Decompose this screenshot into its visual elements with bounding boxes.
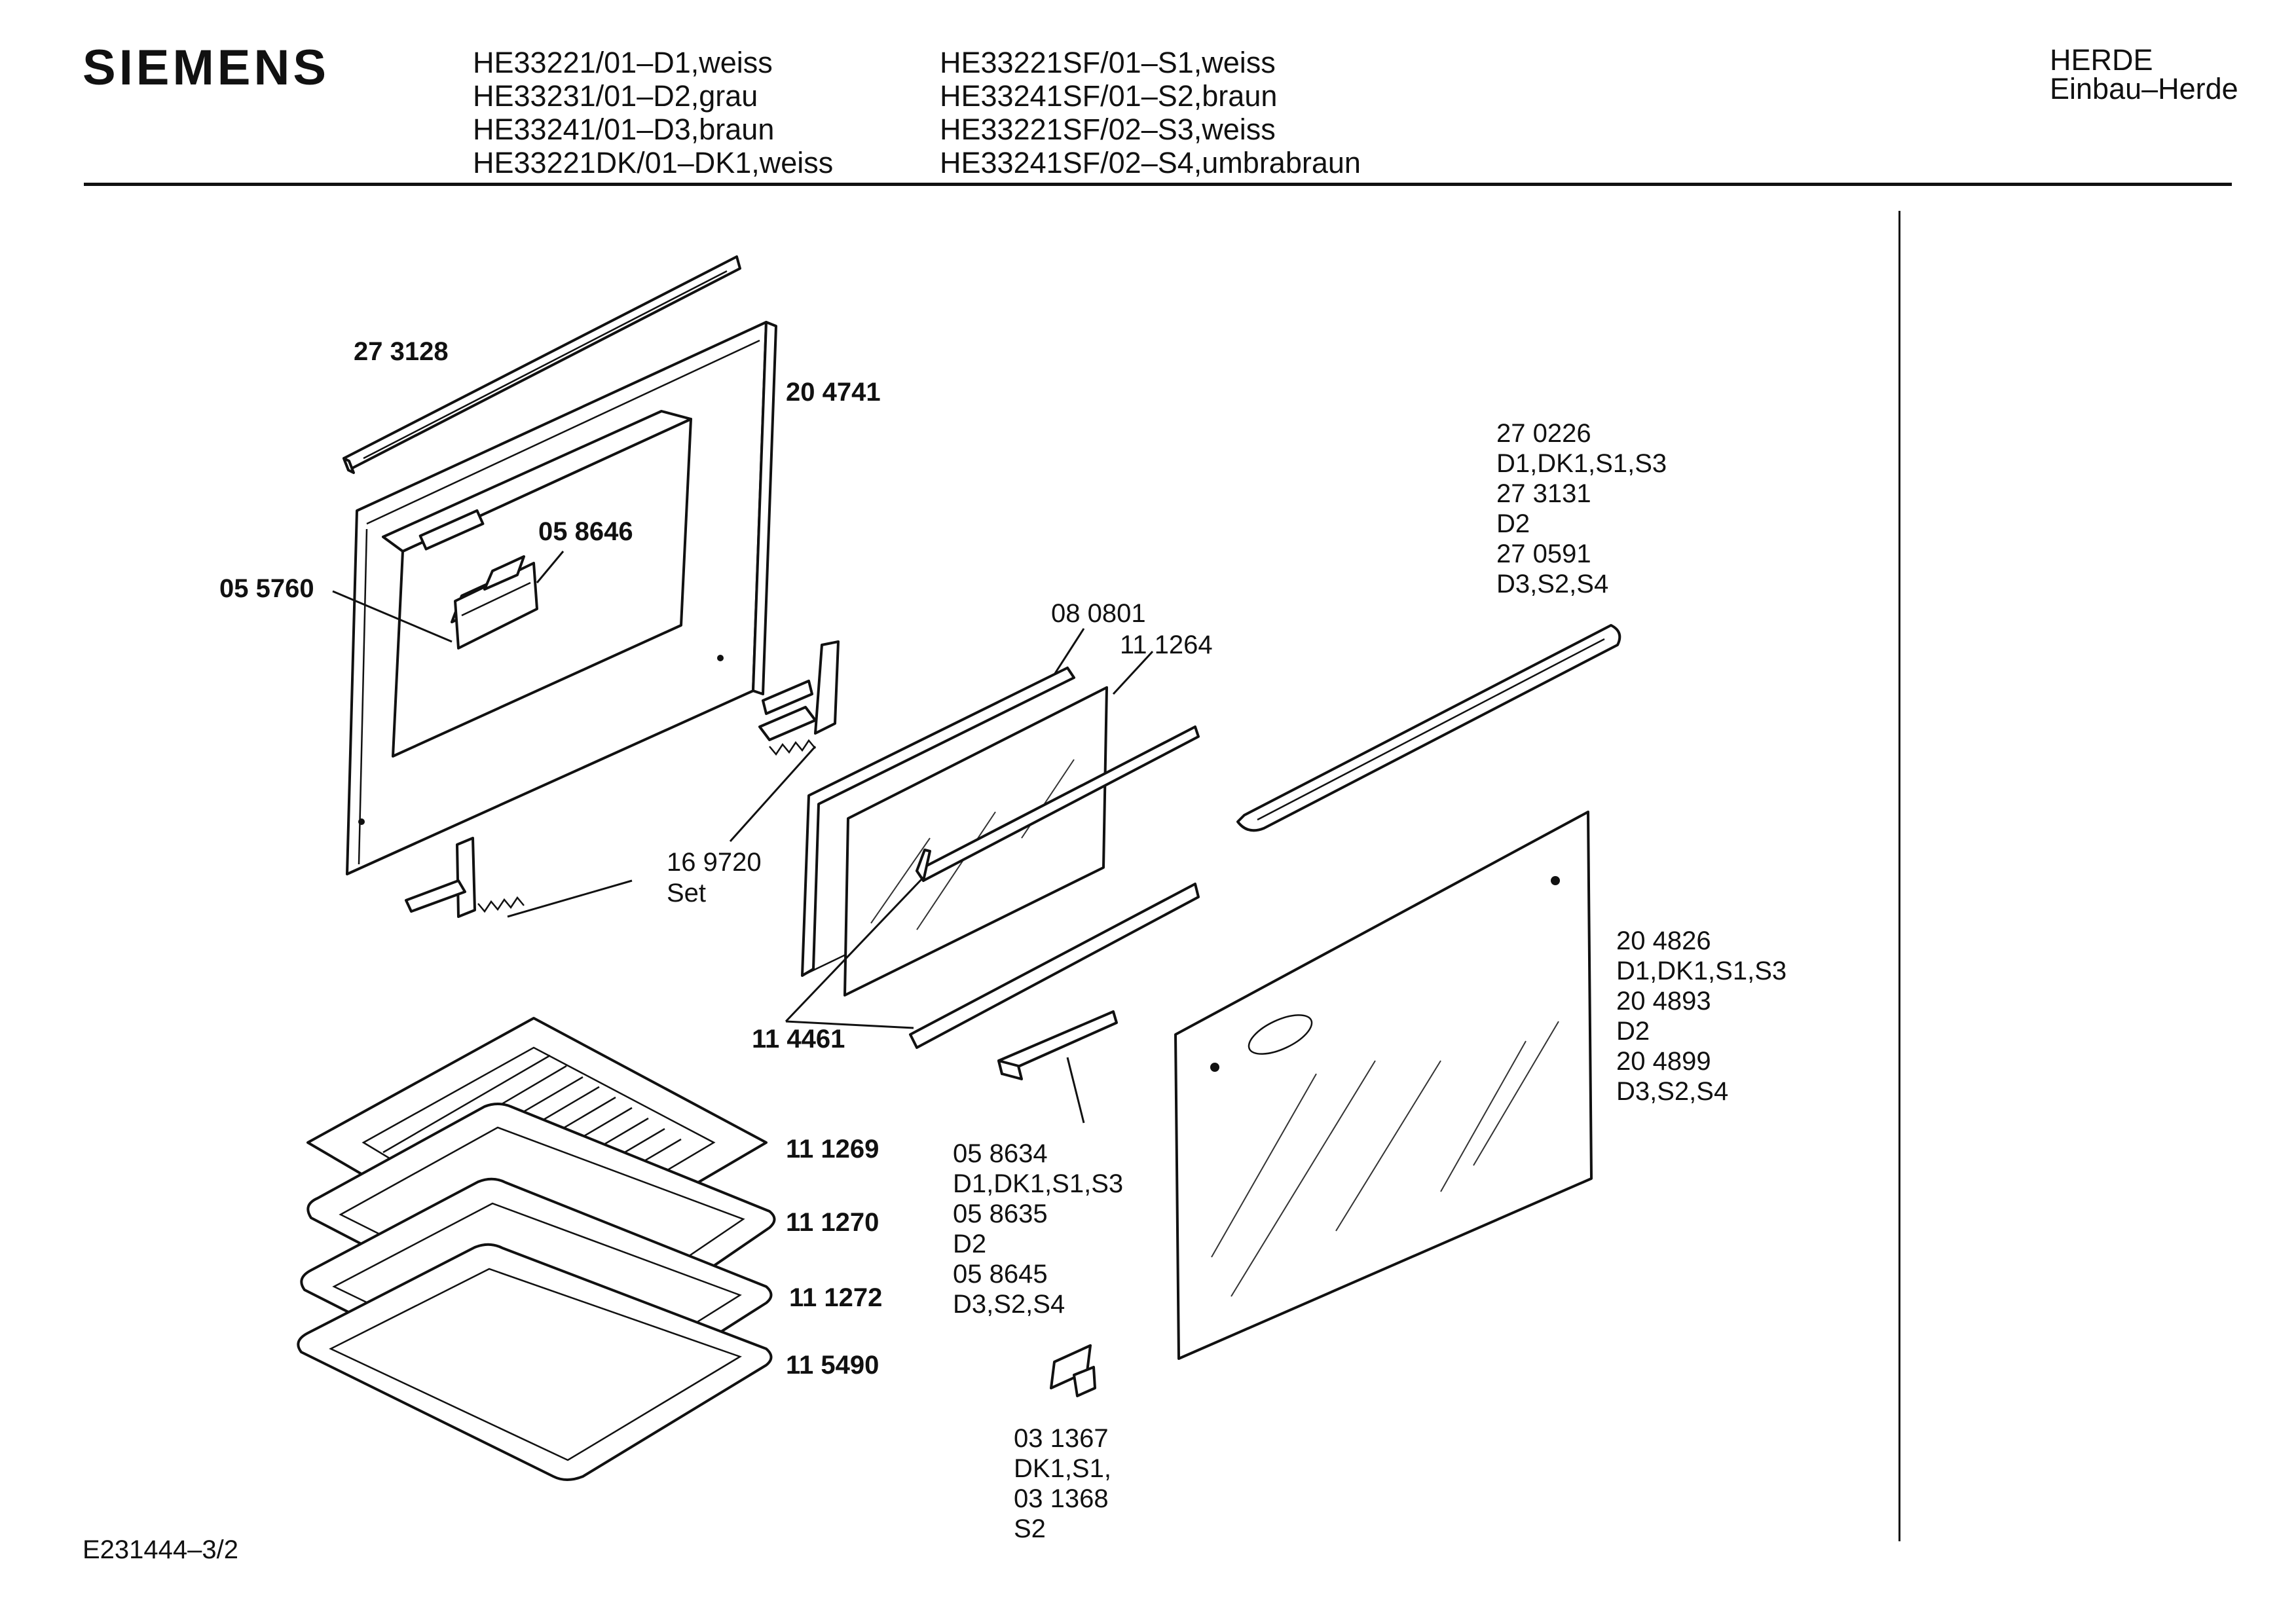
- label-cover: 05 8634: [953, 1139, 1048, 1168]
- model-entry: HE33241SF/01–S2,braun: [940, 79, 1278, 113]
- brand-logo: SIEMENS: [83, 40, 330, 96]
- label-clip: DK1,S1,: [1014, 1454, 1111, 1483]
- part-labels: 27 3128 20 4741 05 8646 05 5760 08 0801 …: [219, 337, 1787, 1543]
- label-080801: 08 0801: [1051, 599, 1146, 628]
- drawing-code: E231444–3/2: [83, 1535, 239, 1564]
- side-margin-rule: [1898, 211, 1900, 1541]
- model-entry: HE33231/01–D2,grau: [473, 79, 758, 113]
- label-169720-set: Set: [667, 879, 706, 907]
- glass-retainer-strip-part: [909, 725, 1200, 1049]
- label-outer-glass: 20 4826: [1616, 926, 1711, 955]
- grill-pan-part: [297, 1243, 773, 1481]
- label-111264: 11 1264: [1120, 631, 1213, 659]
- label-clip: 03 1367: [1014, 1424, 1109, 1453]
- model-entry: HE33241SF/02–S4,umbrabraun: [940, 146, 1361, 179]
- label-handle: D3,S2,S4: [1496, 570, 1608, 598]
- label-cover: D2: [953, 1230, 986, 1258]
- model-entry: HE33221DK/01–DK1,weiss: [473, 146, 834, 179]
- label-handle: D1,DK1,S1,S3: [1496, 449, 1667, 478]
- hinge-set-part: [405, 640, 840, 918]
- label-outer-glass: D1,DK1,S1,S3: [1616, 957, 1787, 985]
- category-line: HERDE: [2050, 43, 2153, 77]
- category-line: Einbau–Herde: [2050, 72, 2238, 105]
- door-handle-part: [1236, 624, 1621, 832]
- label-cover: 05 8635: [953, 1200, 1048, 1228]
- label-111270: 11 1270: [786, 1208, 879, 1237]
- label-clip: 03 1368: [1014, 1484, 1109, 1513]
- label-handle: 27 3131: [1496, 479, 1591, 508]
- leader-lines: [332, 551, 1154, 1124]
- label-handle: D2: [1496, 509, 1530, 538]
- header-rule: [84, 183, 2232, 186]
- product-category: HERDE Einbau–Herde: [2050, 43, 2238, 105]
- label-cover: D1,DK1,S1,S3: [953, 1169, 1123, 1198]
- label-clip: S2: [1014, 1514, 1046, 1543]
- label-cover: 05 8645: [953, 1260, 1048, 1289]
- door-clip-part: [1050, 1344, 1096, 1397]
- label-111269: 11 1269: [786, 1135, 879, 1163]
- hinge-bracket-part: [454, 555, 538, 650]
- inner-door-frame-part: [346, 321, 777, 875]
- model-list-column-2: HE33221SF/01–S1,weiss HE33241SF/01–S2,br…: [940, 46, 1361, 179]
- model-entry: HE33221/01–D1,weiss: [473, 46, 773, 79]
- label-outer-glass: D2: [1616, 1017, 1650, 1046]
- model-entry: HE33241/01–D3,braun: [473, 113, 775, 146]
- label-outer-glass: 20 4899: [1616, 1047, 1711, 1076]
- label-handle: 27 0591: [1496, 540, 1591, 568]
- label-058646: 05 8646: [538, 517, 633, 546]
- label-169720: 16 9720: [667, 848, 762, 877]
- label-outer-glass: D3,S2,S4: [1616, 1077, 1728, 1106]
- label-114461: 11 4461: [752, 1025, 845, 1053]
- label-055760: 05 5760: [219, 574, 314, 603]
- label-273128: 27 3128: [354, 337, 449, 366]
- top-rail-part: [343, 255, 741, 474]
- label-111272: 11 1272: [789, 1283, 882, 1312]
- label-outer-glass: 20 4893: [1616, 987, 1711, 1016]
- model-list-column-1: HE33221/01–D1,weiss HE33231/01–D2,grau H…: [473, 46, 833, 179]
- label-cover: D3,S2,S4: [953, 1290, 1065, 1319]
- handle-cover-part: [997, 1010, 1118, 1080]
- model-entry: HE33221SF/02–S3,weiss: [940, 113, 1276, 146]
- model-entry: HE33221SF/01–S1,weiss: [940, 46, 1276, 79]
- outer-door-glass-part: [1174, 811, 1593, 1360]
- label-115490: 11 5490: [786, 1351, 879, 1380]
- label-204741: 20 4741: [786, 378, 881, 407]
- label-handle: 27 0226: [1496, 419, 1591, 448]
